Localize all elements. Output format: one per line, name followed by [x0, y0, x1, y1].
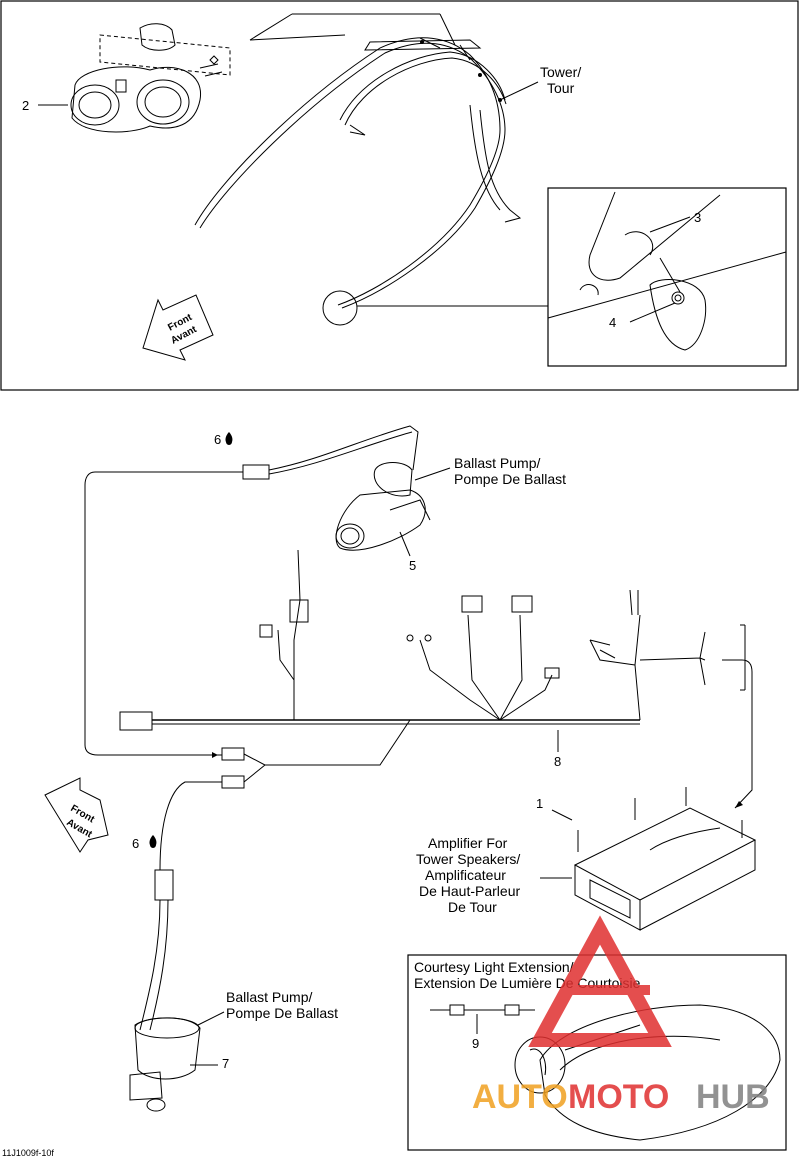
callout-8: 8	[554, 754, 561, 769]
automotohub-watermark: AUTO MOTO HUB	[472, 915, 770, 1116]
courtesy-light-box	[407, 954, 787, 1151]
callout-9: 9	[472, 1036, 479, 1051]
tower-mount-detail	[547, 187, 787, 367]
front-arrow-bottom: Front Avant	[44, 777, 109, 853]
ballast-pump-front	[335, 462, 431, 557]
amplifier	[540, 787, 757, 931]
amplifier-label-5: De Tour	[448, 899, 497, 915]
courtesy-label-1: Courtesy Light Extension/	[414, 959, 574, 975]
watermark-auto: AUTO	[472, 1078, 568, 1116]
amplifier-label-4: De Haut-Parleur	[419, 883, 520, 899]
callout-2: 2	[22, 98, 29, 113]
tower-frame	[194, 13, 548, 326]
tower-speaker-assembly	[70, 23, 231, 133]
callout-6-bottom: 6	[132, 836, 139, 851]
amplifier-label-1: Amplifier For	[428, 835, 508, 851]
callout-3: 3	[694, 210, 701, 225]
callout-5: 5	[409, 558, 416, 573]
tower-label-line-2: Tour	[547, 80, 575, 96]
front-arrow-top: Front Avant	[142, 294, 214, 361]
figure-code: 11J1009f-10f	[2, 1148, 54, 1158]
ballast-pump-b-line-1: Ballast Pump/	[226, 989, 312, 1005]
callout-4: 4	[609, 315, 616, 330]
callout-1: 1	[536, 796, 543, 811]
ballast-pump-rear	[129, 781, 222, 1112]
amplifier-label-2: Tower Speakers/	[416, 851, 520, 867]
callout-7: 7	[222, 1056, 229, 1071]
connector-6-top	[84, 425, 419, 756]
main-wiring-harness	[119, 549, 753, 809]
ballast-pump-a-line-1: Ballast Pump/	[454, 455, 540, 471]
top-panel-frame	[0, 0, 799, 391]
watermark-hub: HUB	[696, 1078, 770, 1116]
ballast-pump-b-line-2: Pompe De Ballast	[226, 1005, 338, 1021]
callout-6-top: 6	[214, 432, 221, 447]
tower-label-line-1: Tower/	[540, 64, 581, 80]
ballast-pump-a-line-2: Pompe De Ballast	[454, 471, 566, 487]
amplifier-label-3: Amplificateur	[425, 867, 506, 883]
watermark-moto: MOTO	[568, 1078, 669, 1116]
